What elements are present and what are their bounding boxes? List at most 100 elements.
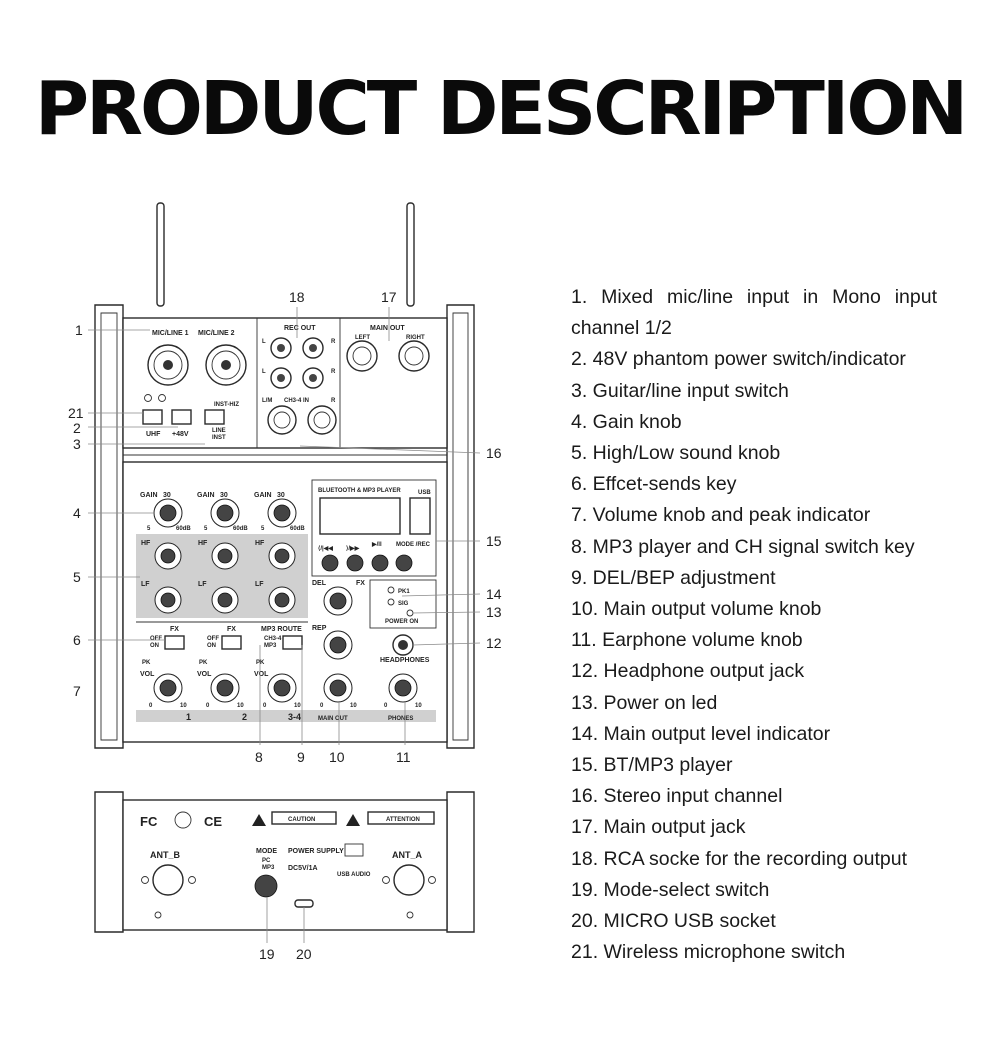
strip-main-out: MAIN OUT xyxy=(318,716,348,722)
uhf-switch[interactable] xyxy=(142,409,163,425)
lf-label-3: LF xyxy=(255,581,264,588)
gain-label-1: GAIN xyxy=(140,492,158,499)
volume-knobs[interactable]: PK PK PK VOL VOL VOL xyxy=(140,660,297,703)
power-on-label: POWER ON xyxy=(385,619,418,625)
inst-label: INST xyxy=(212,435,226,441)
main-output-jack-icon[interactable] xyxy=(346,340,430,372)
phantom-48v-switch[interactable] xyxy=(171,409,192,425)
legend-item: 20. MICRO USB socket xyxy=(571,910,776,933)
ch34-in-r-label: R xyxy=(331,398,336,404)
mode-rec-button[interactable] xyxy=(395,554,413,572)
usb-audio-icon xyxy=(344,843,364,857)
plus48v-label: +48V xyxy=(172,431,189,438)
legend-item: 12. Headphone output jack xyxy=(571,660,805,683)
legend-item: 19. Mode-select switch xyxy=(571,878,770,901)
legend-item: 8. MP3 player and CH signal switch key xyxy=(571,535,915,558)
on-label-1: ON xyxy=(150,643,159,649)
gain-max-2: 60dB xyxy=(233,526,248,532)
mp3-mode-label: MP3 xyxy=(262,865,275,871)
hf-label-2: HF xyxy=(198,540,208,547)
callout-11: 11 xyxy=(396,749,411,765)
callout-8: 8 xyxy=(255,749,263,765)
callout-3: 3 xyxy=(73,436,81,452)
legend-item: 7. Volume knob and peak indicator xyxy=(571,504,871,527)
main-volume-knob[interactable] xyxy=(323,673,353,703)
callout-21: 21 xyxy=(68,405,84,421)
legend-item: 16. Stereo input channel xyxy=(571,785,783,808)
xlr-jack-2-icon[interactable] xyxy=(205,344,247,386)
micro-usb-socket-icon[interactable] xyxy=(294,899,314,908)
caution-label: CAUTION xyxy=(288,817,315,823)
rca-jack-icon[interactable] xyxy=(270,337,324,389)
gain-min-2: 5 xyxy=(204,526,208,532)
fx-label-1: FX xyxy=(170,626,179,633)
callout-6: 6 xyxy=(73,632,81,648)
rep-knob[interactable] xyxy=(323,630,353,660)
pk1-led-icon xyxy=(387,586,395,594)
callout-14: 14 xyxy=(486,586,502,602)
eq-knobs[interactable]: HF HF HF LF LF LF xyxy=(136,534,308,618)
mp3-display xyxy=(319,497,401,535)
inst-line-switch[interactable] xyxy=(204,409,225,425)
fx-send-key-2[interactable] xyxy=(221,635,242,650)
bt-mp3-player: BLUETOOTH & MP3 PLAYER USB ⟨/|◀◀ ⟩/▶▶ ▶/… xyxy=(311,479,437,577)
phones-volume-knob[interactable] xyxy=(388,673,418,703)
mic-line-1-label: MIC/LINE 1 xyxy=(152,330,189,337)
callout-1: 1 xyxy=(75,322,83,338)
gain-label-3: GAIN xyxy=(254,492,272,499)
usb-port-icon[interactable] xyxy=(409,497,431,535)
ant-b-connector-icon[interactable] xyxy=(141,864,196,896)
legend-item: 4. Gain knob xyxy=(571,410,682,433)
main-right-label: RIGHT xyxy=(406,335,425,341)
callout-9: 9 xyxy=(297,749,305,765)
dc5v-label: DC5V/1A xyxy=(288,865,318,872)
gain-min-3: 5 xyxy=(261,526,265,532)
fx-send-key-1[interactable] xyxy=(164,635,185,650)
lf-label-2: LF xyxy=(198,581,207,588)
jack-ch34-icon[interactable] xyxy=(267,405,337,435)
prev-button[interactable] xyxy=(321,554,339,572)
gain-30-2: 30 xyxy=(220,492,228,499)
gain-30-3: 30 xyxy=(277,492,285,499)
inst-hiz-label: INST-HIZ xyxy=(214,402,239,408)
ant-b-label: ANT_B xyxy=(150,850,181,860)
fx-label-2: FX xyxy=(227,626,236,633)
scale-10-3: 10 xyxy=(294,703,301,709)
del-knob[interactable] xyxy=(323,586,353,616)
legend-item: 9. DEL/BEP adjustment xyxy=(571,566,776,589)
del-label: DEL xyxy=(312,580,327,587)
off-label-2: OFF xyxy=(207,636,219,642)
strip-ch2: 2 xyxy=(242,712,247,722)
leader-lines xyxy=(88,307,481,943)
pk-label-3: PK xyxy=(256,660,265,666)
next-button[interactable] xyxy=(346,554,364,572)
headphones-label: HEADPHONES xyxy=(380,657,430,664)
off-label-1: OFF xyxy=(150,636,162,642)
scale-0-2: 0 xyxy=(206,703,210,709)
scale-10-2: 10 xyxy=(237,703,244,709)
headphone-jack-icon[interactable] xyxy=(392,634,414,656)
sig-label: SIG xyxy=(398,601,409,607)
vol-label-3: VOL xyxy=(254,671,269,678)
warning-icon-1 xyxy=(252,814,266,826)
gain-30-1: 30 xyxy=(163,492,171,499)
scale-10-1: 10 xyxy=(180,703,187,709)
legend-item: 6. Effcet-sends key xyxy=(571,473,737,496)
mp3-route-key[interactable] xyxy=(282,635,303,650)
line-label: LINE xyxy=(212,428,226,434)
strip-ch1: 1 xyxy=(186,712,191,722)
callout-4: 4 xyxy=(73,505,81,521)
xlr-jack-1-icon[interactable] xyxy=(147,344,189,386)
uhf-label: UHF xyxy=(146,431,161,438)
mixer-diagram: MIC/LINE 1 MIC/LINE 2 UHF +48V INST-HIZ … xyxy=(68,202,502,962)
legend-item: 5. High/Low sound knob xyxy=(571,442,781,465)
ant-a-connector-icon[interactable] xyxy=(382,864,436,896)
play-pause-button[interactable] xyxy=(371,554,389,572)
hf-label-3: HF xyxy=(255,540,265,547)
bt-mp3-label: BLUETOOTH & MP3 PLAYER xyxy=(318,488,401,494)
led-uhf-icon xyxy=(144,394,152,402)
gain-knobs[interactable]: GAIN 30 5 60dB GAIN 30 5 60dB GAIN 30 5 … xyxy=(140,492,305,532)
mode-select-switch[interactable] xyxy=(254,874,278,898)
main-scale-0: 0 xyxy=(320,703,324,709)
play-label: ▶/II xyxy=(371,541,382,548)
